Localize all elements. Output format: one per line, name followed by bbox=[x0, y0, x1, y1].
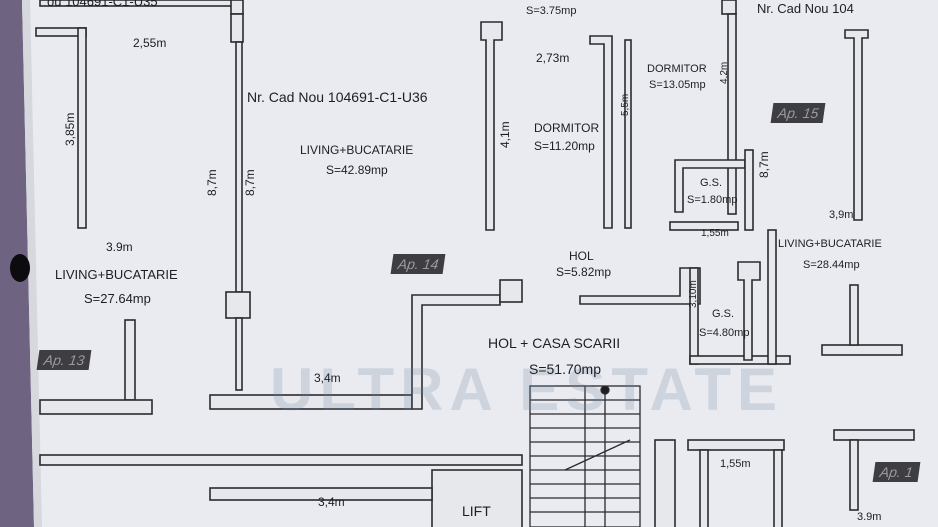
wall-lower-room-right bbox=[773, 449, 783, 527]
room-name-lift: LIFT bbox=[462, 503, 491, 519]
dim-3-9-bottom: 3.9m bbox=[857, 511, 882, 523]
wall-gs-bottom-right bbox=[737, 261, 761, 361]
wall-ap15-bottom bbox=[821, 344, 903, 356]
dim-3-4-center: 3,4m bbox=[314, 371, 341, 385]
room-area-hol-casa-scarii: S=51.70mp bbox=[529, 361, 601, 377]
room-area-hol: S=5.82mp bbox=[556, 265, 612, 279]
wall-ap15-vertical bbox=[849, 284, 859, 346]
column-middle bbox=[225, 291, 251, 319]
room-name-hol-casa-scarii: HOL + CASA SCARII bbox=[488, 335, 621, 351]
dim-4-2: 4,2m bbox=[719, 61, 730, 84]
cad-number-right: Nr. Cad Nou 104 bbox=[757, 1, 854, 16]
wall-gs-bottom-floor bbox=[689, 355, 791, 365]
room-name-gs-bottom: G.S. bbox=[712, 308, 735, 320]
column-right-top bbox=[721, 0, 737, 15]
room-area-living-left: S=27.64mp bbox=[84, 291, 151, 306]
wall-ap16-vertical bbox=[849, 439, 859, 511]
watermark: ULTRA ESTATE bbox=[270, 356, 784, 423]
dim-3-9-left: 3.9m bbox=[106, 240, 133, 254]
wall-lower-left bbox=[209, 487, 433, 501]
apartment-tag-13: Ap. 13 bbox=[36, 350, 92, 370]
wall-ap15-inner bbox=[844, 29, 869, 221]
wall-hol-bottom bbox=[579, 267, 701, 305]
dim-3-4-bottom: 3,4m bbox=[318, 495, 345, 509]
apartment-tag-14: Ap. 14 bbox=[390, 254, 446, 274]
dim-8-7-right: 8,7m bbox=[757, 151, 771, 178]
dim-5-5: 5,5m bbox=[620, 93, 631, 116]
apartment-tag-16: Ap. 1 bbox=[872, 462, 921, 482]
cad-number-center: Nr. Cad Nou 104691-C1-U36 bbox=[247, 89, 428, 105]
room-name-dormitor-right: DORMITOR bbox=[647, 63, 707, 75]
wall-right-vertical bbox=[727, 13, 737, 215]
room-area-gs-bottom: S=4.80mp bbox=[699, 327, 750, 339]
room-area-dormitor-right: S=13.05mp bbox=[649, 79, 706, 91]
wall-center-lower bbox=[235, 317, 243, 391]
wall-dormitor-left bbox=[480, 21, 503, 231]
paper-edge-shadow bbox=[22, 0, 42, 527]
dim-4-1: 4,1m bbox=[498, 121, 512, 148]
wall-gs-right bbox=[744, 149, 754, 231]
room-name-hol: HOL bbox=[569, 249, 594, 263]
wall-right-apartment bbox=[767, 229, 777, 365]
wall-center-top bbox=[230, 0, 244, 15]
wall-corridor-bottom bbox=[39, 454, 523, 466]
room-area-top-cut: S=3.75mp bbox=[526, 5, 577, 17]
paper-sheet bbox=[22, 0, 938, 527]
dim-8-7-a: 8,7m bbox=[205, 169, 219, 196]
apartment-tag-15: Ap. 15 bbox=[770, 103, 826, 123]
wall-ap13-bottom bbox=[39, 399, 153, 415]
wall-left-inner bbox=[77, 27, 87, 229]
room-name-living-center: LIVING+BUCATARIE bbox=[300, 143, 414, 157]
wall-stair-right bbox=[654, 439, 676, 527]
wall-dormitor-right bbox=[589, 35, 613, 229]
dim-3-9-right: 3,9m bbox=[829, 209, 854, 221]
stair-start-dot bbox=[600, 385, 610, 395]
column-hall bbox=[499, 279, 523, 303]
dim-1-55-bottom: 1,55m bbox=[720, 458, 751, 470]
dim-3-10: 3,10m bbox=[688, 280, 699, 308]
wall-lower-room-left bbox=[699, 449, 709, 527]
cad-number-left: ou 104691-C1-U35 bbox=[47, 0, 158, 9]
room-area-living-right: S=28.44mp bbox=[803, 259, 860, 271]
room-name-dormitor-center: DORMITOR bbox=[534, 121, 600, 135]
wall-dormitor-right-inner bbox=[624, 39, 632, 229]
staircase bbox=[529, 385, 641, 527]
room-area-living-center: S=42.89mp bbox=[326, 163, 388, 177]
room-name-gs-top: G.S. bbox=[700, 177, 723, 189]
wall-center-vertical bbox=[235, 41, 243, 293]
dim-3-85: 3,85m bbox=[63, 112, 77, 146]
dim-1-55-top: 1,55m bbox=[701, 228, 729, 239]
dim-8-7-b: 8,7m bbox=[243, 169, 257, 196]
stair-direction-line bbox=[564, 439, 631, 471]
dim-2-55: 2,55m bbox=[133, 36, 167, 50]
column-top bbox=[230, 13, 244, 43]
paper-punch-hole bbox=[10, 254, 30, 282]
room-area-gs-top: S=1.80mp bbox=[687, 194, 738, 206]
room-name-living-right: LIVING+BUCATARIE bbox=[778, 238, 882, 250]
room-area-dormitor-center: S=11.20mp bbox=[534, 139, 595, 153]
wall-ap16-top bbox=[833, 429, 915, 441]
dim-2-73: 2,73m bbox=[536, 51, 570, 65]
wall-ap13-vertical bbox=[124, 319, 136, 401]
room-name-living-left: LIVING+BUCATARIE bbox=[55, 267, 178, 282]
wall-gs-bottom bbox=[669, 221, 739, 231]
wall-lower-room-top bbox=[687, 439, 785, 451]
